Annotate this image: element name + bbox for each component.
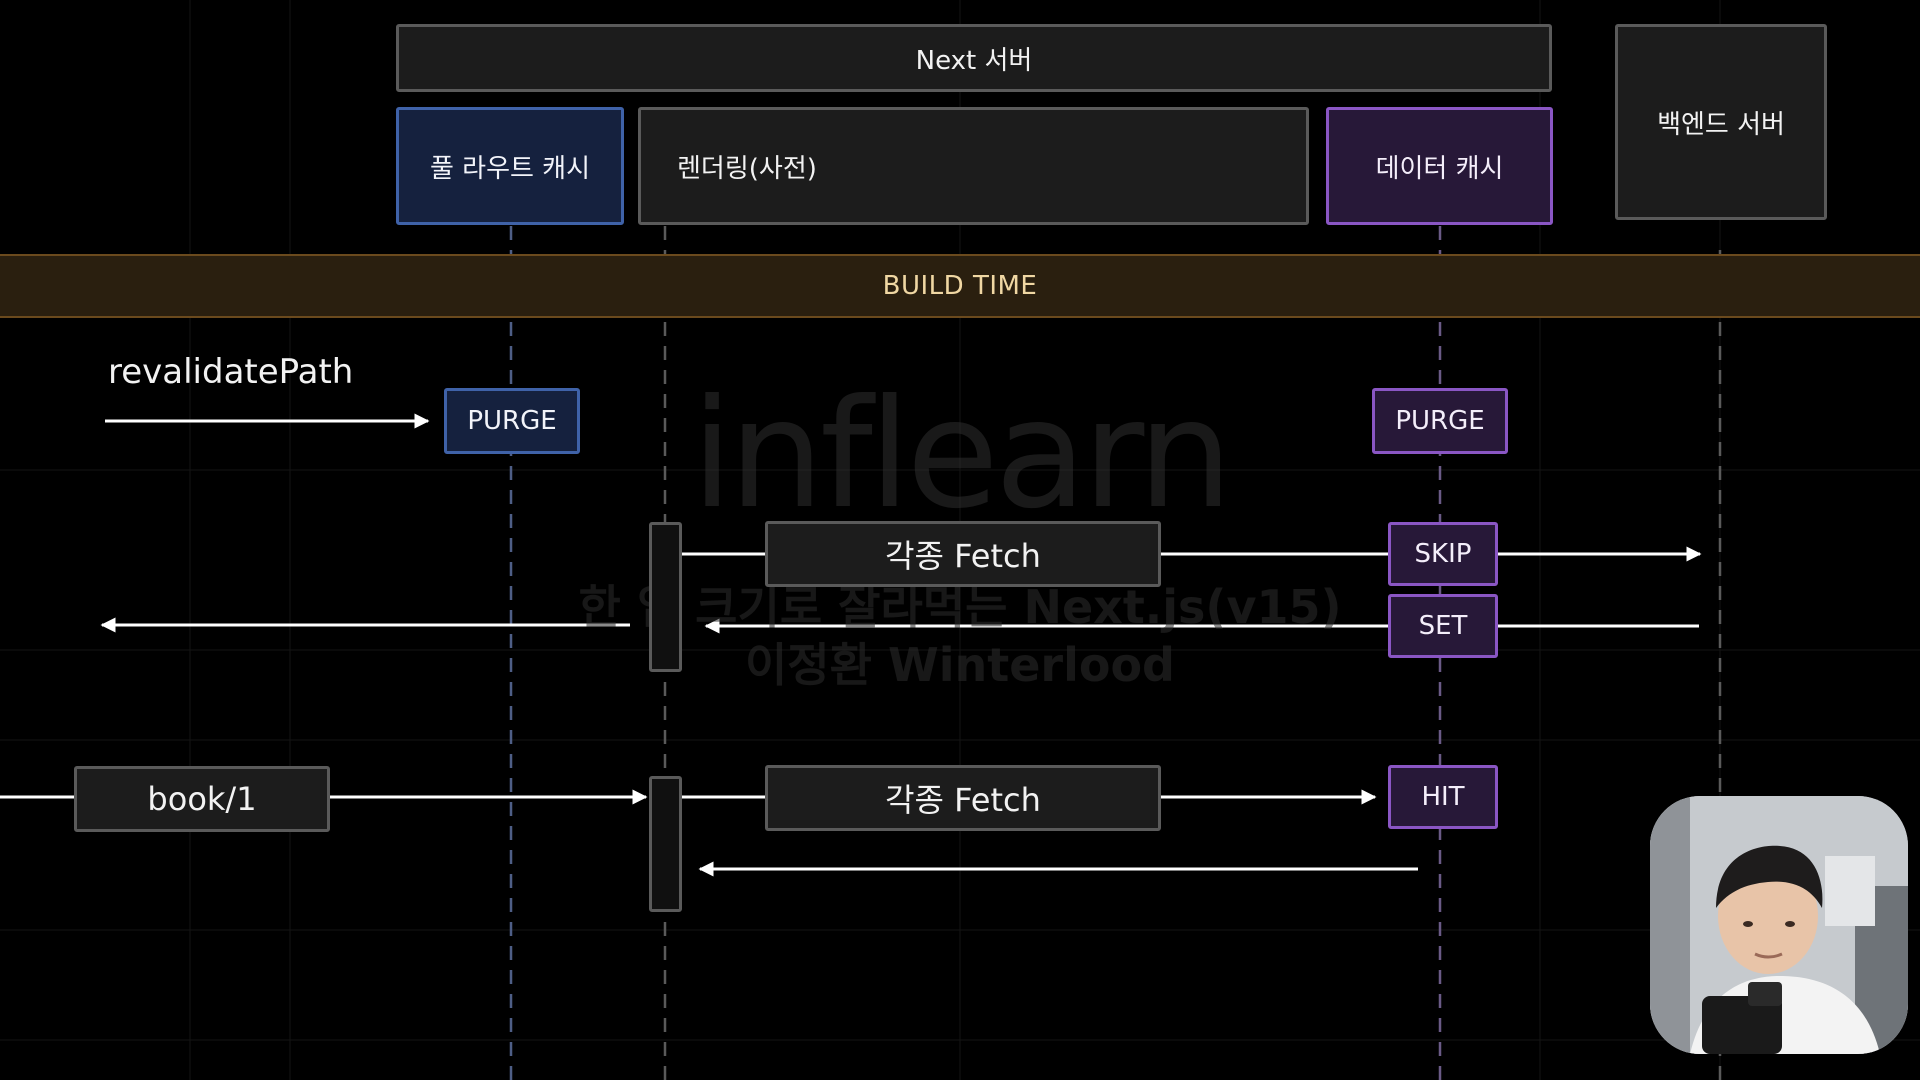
fetch-box-2: 각종 Fetch <box>765 765 1161 831</box>
presenter-video <box>1650 796 1908 1054</box>
data-cache-box: 데이터 캐시 <box>1326 107 1553 225</box>
build-time-band: BUILD TIME <box>0 254 1920 318</box>
backend-server-box: 백엔드 서버 <box>1615 24 1827 220</box>
rendering-box: 렌더링(사전) <box>638 107 1309 225</box>
revalidate-path-label: revalidatePath <box>108 352 354 392</box>
fetch-box-1: 각종 Fetch <box>765 521 1161 587</box>
lifelines <box>509 226 1722 1080</box>
request-book-1-box: book/1 <box>74 766 330 832</box>
presenter-image <box>1650 796 1908 1054</box>
full-route-cache-box: 풀 라우트 캐시 <box>396 107 624 225</box>
set-box: SET <box>1388 594 1498 658</box>
hit-box: HIT <box>1388 765 1498 829</box>
render-activation-bar-2 <box>649 776 682 912</box>
next-server-box: Next 서버 <box>396 24 1552 92</box>
purge-data-cache-box: PURGE <box>1372 388 1508 454</box>
render-activation-bar-1 <box>649 522 682 672</box>
purge-route-cache-box: PURGE <box>444 388 580 454</box>
skip-box: SKIP <box>1388 522 1498 586</box>
